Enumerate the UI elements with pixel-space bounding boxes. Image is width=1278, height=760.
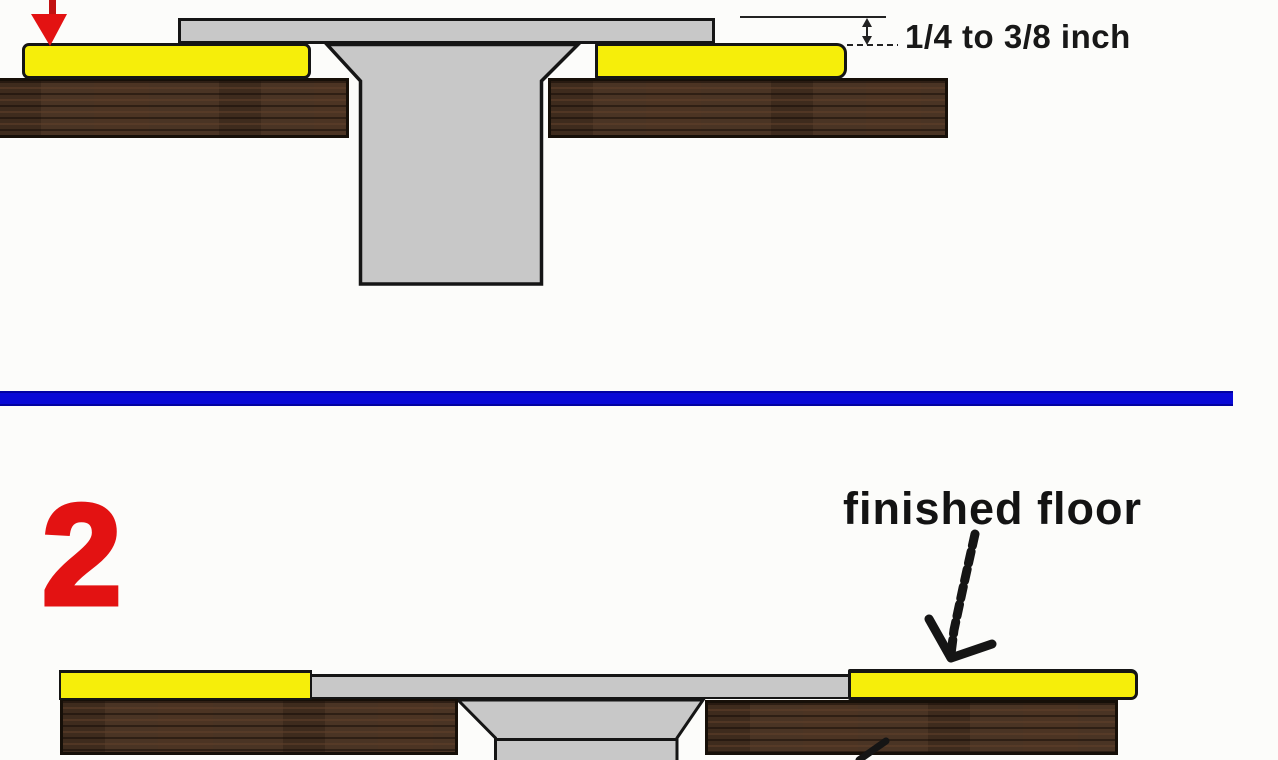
blue-divider-line [0,391,1233,406]
measure-arrowhead-down [862,36,872,45]
subfloor-left-bottom-diagram [60,698,458,755]
finished-floor-left-bottom-diagram [59,670,312,700]
flange-hub-pipe-bottom-diagram [454,698,706,760]
measure-arrowhead-up [862,18,872,27]
arrow-head [924,614,997,663]
flange-plate-bottom-diagram [312,674,848,699]
black-freehand-arrow-icon [924,529,997,663]
measurement-marks [740,16,898,46]
finished-floor-right-top-diagram [595,43,847,79]
subfloor-left-top-diagram [0,78,349,138]
flange-hub-pipe-top-diagram [323,42,583,286]
finished-floor-label: finished floor [843,483,1142,534]
finished-floor-left-top-diagram [22,43,311,79]
red-down-arrow-icon [31,0,67,46]
arrow-shaft [946,529,980,659]
finished-floor-right-bottom-diagram [848,669,1138,700]
subfloor-right-bottom-diagram [705,700,1118,755]
measure-label: 1/4 to 3/8 inch [905,18,1131,55]
subfloor-right-top-diagram [548,78,948,138]
flange-plate-top-diagram [178,18,715,44]
step-number-label: 2 [40,476,125,635]
